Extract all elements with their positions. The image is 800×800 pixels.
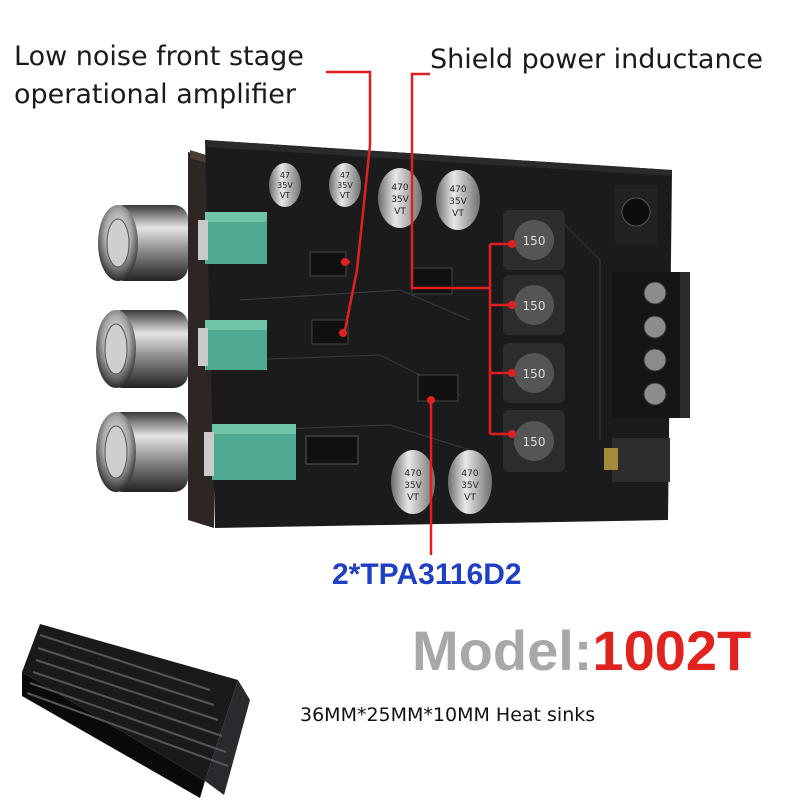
- svg-text:47: 47: [340, 171, 350, 180]
- tpa3116-ic-1: [411, 267, 453, 295]
- svg-text:VT: VT: [452, 209, 464, 219]
- callout-opamp-line2: operational amplifier: [14, 79, 296, 110]
- heatsink-caption: 36MM*25MM*10MM Heat sinks: [300, 704, 596, 726]
- callout-opamp-label: Low noise front stage operational amplif…: [14, 38, 304, 114]
- svg-text:150: 150: [523, 367, 546, 381]
- svg-text:470: 470: [449, 185, 466, 195]
- svg-text:VT: VT: [464, 493, 476, 503]
- audio-input-jack: [604, 438, 670, 482]
- svg-text:35V: 35V: [277, 181, 293, 190]
- bass-knob: [96, 412, 188, 492]
- capacitor-47uf-right: 47 35V VT: [329, 163, 361, 207]
- capacitor-47uf-left: 47 35V VT: [269, 163, 301, 207]
- svg-text:470: 470: [391, 183, 408, 193]
- svg-text:35V: 35V: [461, 481, 479, 491]
- svg-text:150: 150: [523, 234, 546, 248]
- svg-text:VT: VT: [394, 207, 406, 217]
- model-label: Model:1002T: [412, 618, 751, 683]
- svg-text:470: 470: [404, 469, 421, 479]
- treble-knob: [96, 310, 188, 388]
- potentiometer-2: [198, 320, 267, 370]
- model-prefix: Model:: [412, 619, 593, 682]
- svg-text:150: 150: [523, 435, 546, 449]
- svg-text:VT: VT: [407, 493, 419, 503]
- callout-dots: [339, 240, 516, 438]
- tpa3116-ic-2: [417, 374, 459, 402]
- capacitor-470uf-bottom-left: 470 35V VT: [391, 450, 435, 514]
- callout-chip-label: 2*TPA3116D2: [332, 558, 522, 591]
- capacitor-470uf-top-left: 470 35V VT: [378, 168, 422, 228]
- callout-inductor-label: Shield power inductance: [430, 44, 764, 75]
- svg-text:35V: 35V: [449, 197, 467, 207]
- potentiometer-1: [198, 212, 267, 264]
- inductor-3: 150: [503, 343, 565, 403]
- heat-sink-photo: [22, 624, 250, 798]
- svg-text:470: 470: [461, 469, 478, 479]
- inductor-4: 150: [503, 410, 565, 472]
- volume-knob: [98, 205, 188, 281]
- bluetooth-ic: [305, 435, 359, 465]
- svg-text:VT: VT: [340, 191, 350, 200]
- capacitor-470uf-bottom-right: 470 35V VT: [448, 450, 492, 514]
- svg-text:35V: 35V: [337, 181, 353, 190]
- svg-text:150: 150: [523, 299, 546, 313]
- opamp-ic-1: [309, 251, 347, 277]
- callout-lines: [326, 70, 512, 555]
- svg-text:47: 47: [280, 171, 290, 180]
- inductor-2: 150: [503, 275, 565, 335]
- svg-text:35V: 35V: [391, 195, 409, 205]
- dc-power-jack: [614, 185, 658, 243]
- callout-opamp-line1: Low noise front stage: [14, 41, 304, 72]
- potentiometer-3: [204, 424, 296, 480]
- svg-text:VT: VT: [280, 191, 290, 200]
- capacitor-470uf-top-right: 470 35V VT: [436, 170, 480, 230]
- model-number: 1002T: [592, 619, 752, 682]
- speaker-terminal-block: [612, 272, 690, 418]
- inductor-1: 150: [503, 210, 565, 270]
- svg-text:35V: 35V: [404, 481, 422, 491]
